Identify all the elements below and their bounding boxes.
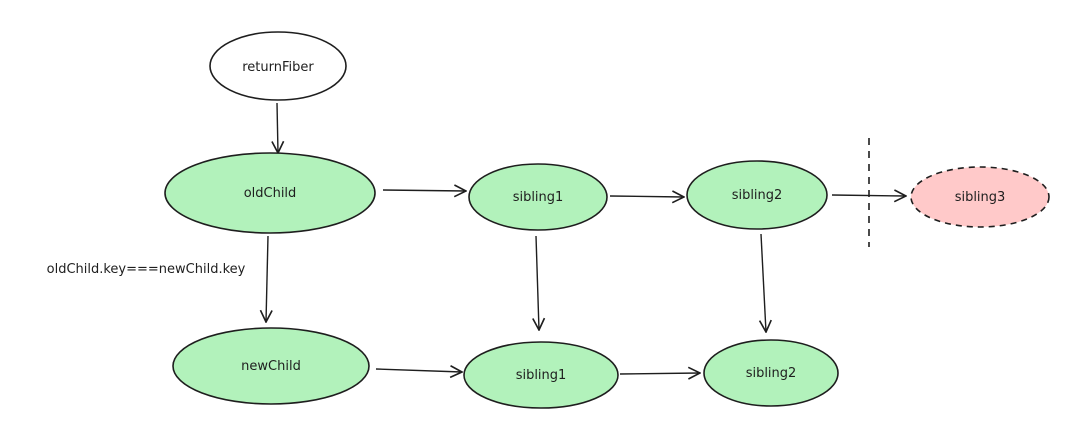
edge-old-sibling1-to-new-sibling1 xyxy=(536,235,539,330)
edge-oldchild-to-newchild xyxy=(266,235,268,322)
node-new-sibling1-label: sibling1 xyxy=(516,368,567,383)
node-old-sibling2: sibling2 xyxy=(686,160,828,230)
edge-oldchild-to-old-sibling1 xyxy=(382,190,466,191)
node-newchild-shape xyxy=(172,327,370,405)
edge-new-sibling1-to-new-sibling2 xyxy=(619,373,700,374)
edge-returnfiber-to-oldchild xyxy=(277,102,278,153)
node-old-sibling3-shape xyxy=(910,166,1050,228)
edge-old-sibling2-to-new-sibling2 xyxy=(761,233,766,332)
node-returnfiber-shape xyxy=(209,31,347,101)
edge-old-sibling1-to-old-sibling2 xyxy=(609,196,684,197)
node-old-sibling2-label: sibling2 xyxy=(732,188,783,203)
edge-newchild-to-new-sibling1 xyxy=(375,369,462,372)
node-old-sibling1: sibling1 xyxy=(468,163,608,231)
node-returnfiber-label: returnFiber xyxy=(242,60,314,75)
node-old-sibling2-shape xyxy=(686,160,828,230)
edge-label-key-compare: oldChild.key===newChild.key xyxy=(47,262,246,277)
node-oldchild-label: oldChild xyxy=(244,186,297,201)
edges xyxy=(266,102,906,374)
node-old-sibling3: sibling3 xyxy=(910,166,1050,228)
node-old-sibling1-shape xyxy=(468,163,608,231)
node-new-sibling1-shape xyxy=(463,341,619,409)
node-oldchild-shape xyxy=(164,152,376,234)
node-new-sibling2-label: sibling2 xyxy=(746,366,797,381)
node-new-sibling2: sibling2 xyxy=(703,339,839,407)
node-old-sibling1-label: sibling1 xyxy=(513,190,564,205)
node-newchild-label: newChild xyxy=(241,359,301,374)
node-oldchild: oldChild xyxy=(164,152,376,234)
node-newchild: newChild xyxy=(172,327,370,405)
node-new-sibling1: sibling1 xyxy=(463,341,619,409)
node-returnfiber: returnFiber xyxy=(209,31,347,101)
node-new-sibling2-shape xyxy=(703,339,839,407)
node-old-sibling3-label: sibling3 xyxy=(955,190,1006,205)
